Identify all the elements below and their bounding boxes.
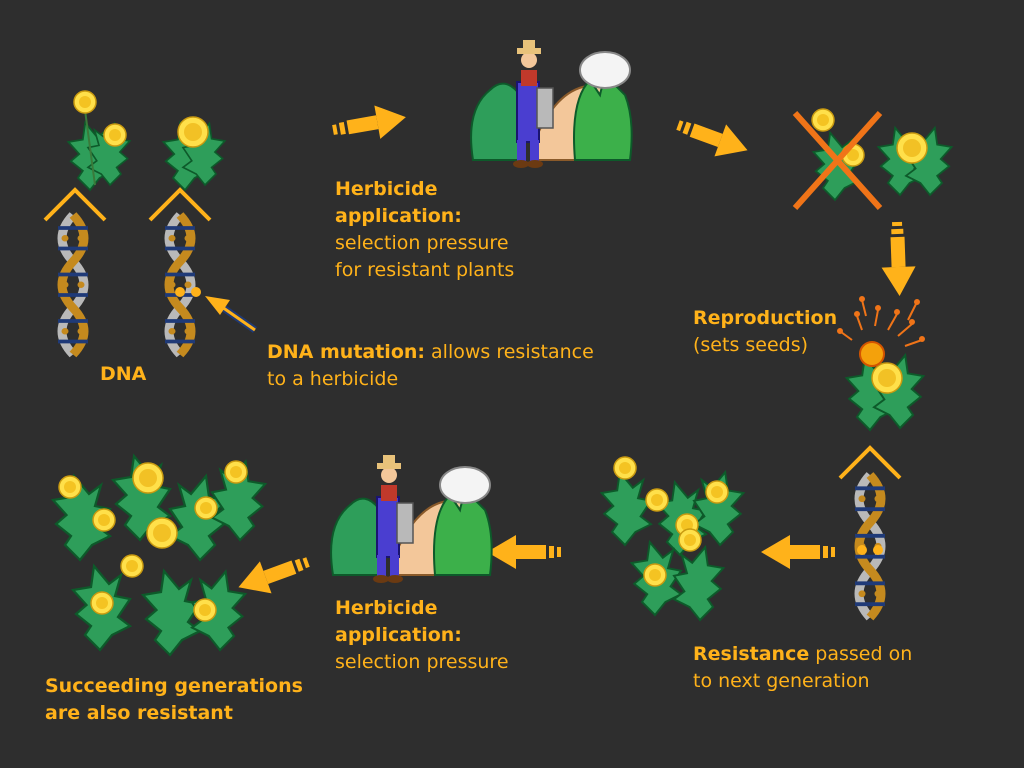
resistance-bold: Resistance [693, 643, 810, 665]
succeeding-label: Succeeding generations are also resistan… [45, 673, 335, 727]
herbicide-bottom-label: Herbicide application: selection pressur… [335, 595, 595, 676]
succeeding-line2: are also resistant [45, 702, 233, 724]
dna-label-text: DNA [100, 363, 147, 385]
dna-mutation-label: DNA mutation: allows resistance to a her… [267, 339, 647, 393]
reproduction-bold: Reproduction [693, 307, 838, 329]
dna-mutation-rest-line1: allows resistance [425, 341, 594, 363]
succeeding-line1: Succeeding generations [45, 675, 303, 697]
resistant-plants-cluster [600, 456, 745, 621]
herbicide-top-line3: selection pressure [335, 232, 509, 254]
arrow-to-herbicide-bottom [487, 535, 561, 569]
farmer-spraying-top [470, 39, 633, 169]
herbicide-top-label: Herbicide application: selection pressur… [335, 176, 595, 284]
dna-mutation-rest-line2: to a herbicide [267, 368, 399, 390]
dna-mutation-bold: DNA mutation: [267, 341, 425, 363]
cross-mark-icon [792, 110, 883, 211]
reproduction-label: Reproduction (sets seeds) [693, 305, 893, 359]
herbicide-top-bold-line2: application: [335, 205, 462, 227]
plant-mutant [162, 116, 226, 191]
plant-normal [67, 90, 131, 191]
mutation-pointer-arrow [205, 296, 258, 333]
arrow-to-resistant-plants [761, 535, 835, 569]
succeeding-generations-cluster [51, 454, 267, 657]
herbicide-bottom-bold-line2: application: [335, 624, 462, 646]
herbicide-bottom-line3: selection pressure [335, 651, 509, 673]
dna-normal-icon [43, 187, 107, 355]
resistance-rest-line1: passed on [809, 643, 913, 665]
arrow-to-reproduction [880, 221, 917, 297]
farmer-spraying-bottom [330, 454, 493, 584]
herbicide-top-line4: for resistant plants [335, 259, 515, 281]
arrow-to-herbicide-top [330, 100, 409, 147]
dna-inherited-icon [838, 445, 902, 618]
herbicide-bottom-bold-line1: Herbicide [335, 597, 438, 619]
arrow-to-dead-plant [672, 109, 754, 167]
reproduction-rest: (sets seeds) [693, 334, 809, 356]
reproducing-plant [845, 341, 925, 431]
resistance-rest-line2: to next generation [693, 670, 870, 692]
dna-label: DNA [100, 361, 146, 388]
seeds-icon [837, 296, 925, 347]
herbicide-top-bold-line1: Herbicide [335, 178, 438, 200]
dna-mutant-icon [148, 187, 212, 355]
resistance-label: Resistance passed on to next generation [693, 641, 993, 695]
